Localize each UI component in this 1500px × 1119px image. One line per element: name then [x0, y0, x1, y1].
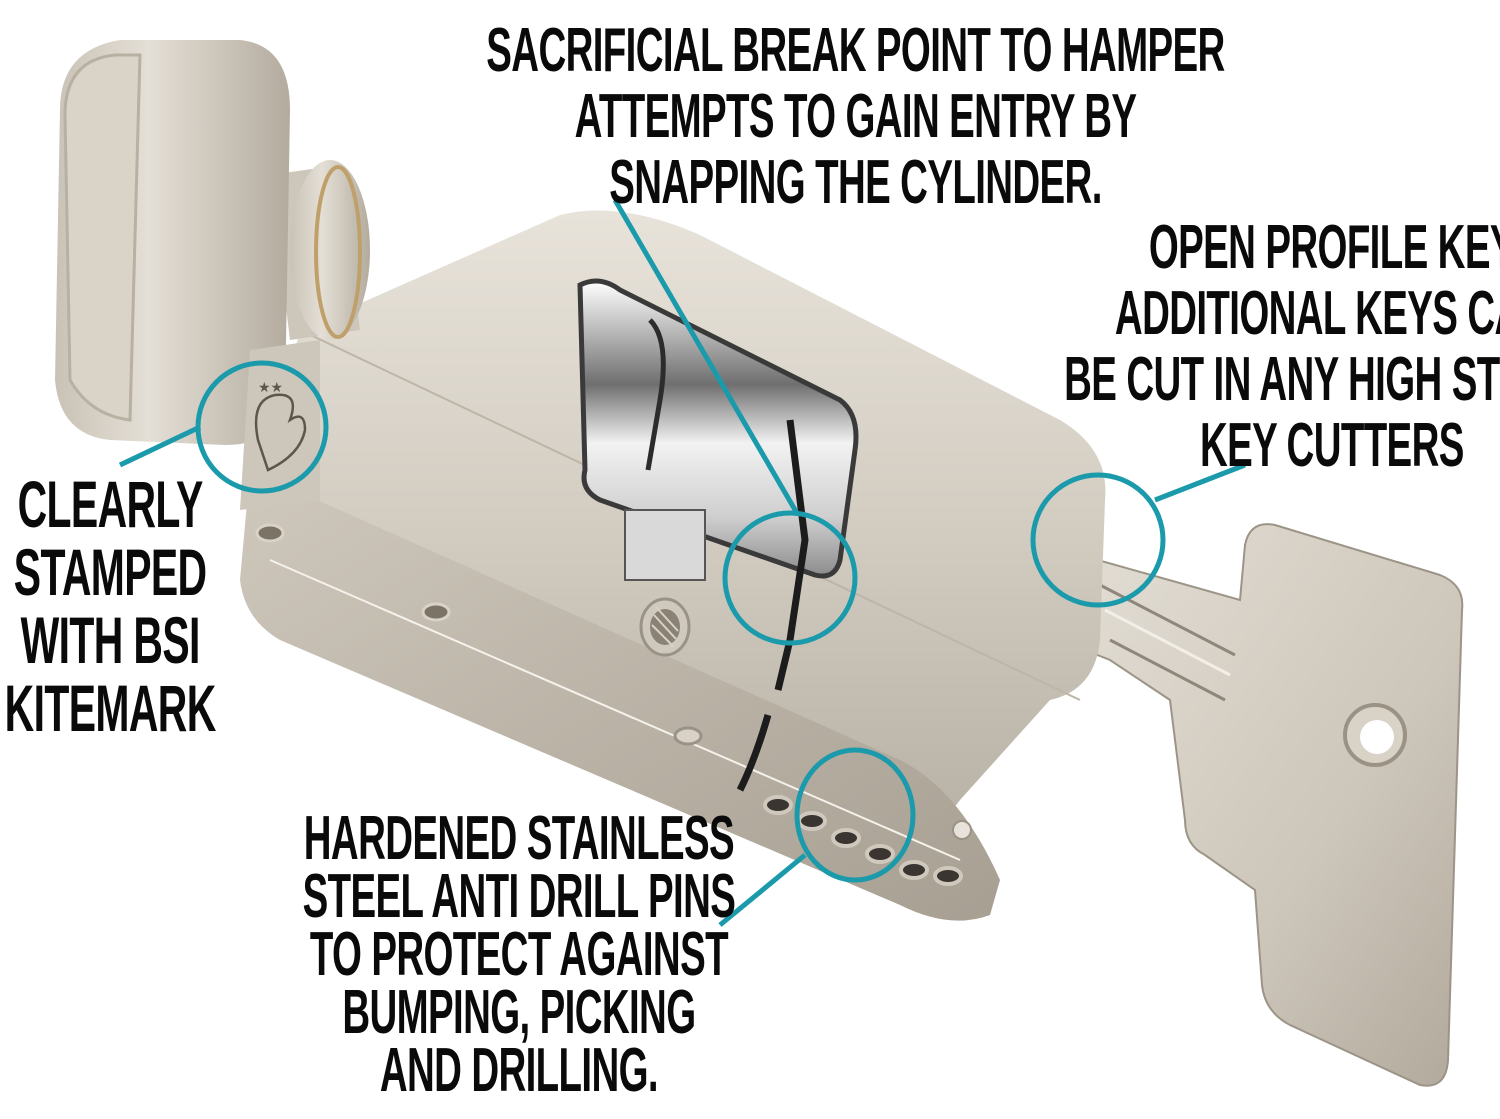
callout-circle-pins: [794, 747, 916, 883]
callout-line: OPEN PROFILE KEY: [1148, 213, 1500, 282]
callout-circle-key: [1030, 472, 1166, 608]
kitemark-stamp: ★★: [254, 380, 307, 472]
callout-line: KITEMARK: [4, 671, 217, 745]
thumb-turn: [55, 40, 370, 510]
side-pin: [255, 523, 285, 543]
fixing-screw-hole: [639, 597, 691, 657]
break-groove: [736, 714, 772, 792]
callout-line: BUMPING, PICKING: [342, 978, 696, 1047]
callout-open-profile-key: OPEN PROFILE KEY ADDITIONAL KEYS CAN BE …: [900, 215, 1500, 479]
callout-line: AND DRILLING.: [379, 1036, 659, 1105]
callout-line: KEY CUTTERS: [1200, 411, 1464, 480]
side-pin: [421, 602, 451, 622]
leader-line-key: [1154, 462, 1246, 503]
leader-line-break: [612, 198, 801, 517]
callout-line: TO PROTECT AGAINST: [309, 920, 729, 989]
callout-line: ATTEMPTS TO GAIN ENTRY BY: [574, 82, 1137, 151]
callout-break-point: SACRIFICIAL BREAK POINT TO HAMPER ATTEMP…: [260, 18, 1225, 216]
callout-line: HARDENED STAINLESS: [303, 804, 735, 873]
callout-line: STEEL ANTI DRILL PINS: [302, 862, 736, 931]
side-pin: [673, 726, 703, 746]
callout-line: ADDITIONAL KEYS CAN: [1114, 279, 1500, 348]
leader-line-kitemark: [118, 424, 202, 468]
anti-drill-pins: [763, 795, 972, 886]
callout-line: SNAPPING THE CYLINDER.: [609, 148, 1102, 217]
callout-circle-break: [722, 510, 858, 646]
callout-line: WITH BSI: [20, 603, 201, 677]
cam: [577, 278, 859, 581]
callout-markers: [118, 198, 1246, 927]
leader-line-pins: [718, 853, 807, 927]
callout-line: SACRIFICIAL BREAK POINT TO HAMPER: [486, 16, 1225, 85]
callout-line: CLEARLY: [17, 467, 204, 541]
callout-anti-drill-pins: HARDENED STAINLESS STEEL ANTI DRILL PINS…: [170, 804, 810, 1105]
svg-text:★★: ★★: [258, 380, 283, 396]
key: [1078, 523, 1464, 1087]
callout-kitemark: CLEARLY STAMPED WITH BSI KITEMARK: [0, 470, 270, 742]
callout-line: STAMPED: [13, 535, 207, 609]
callout-line: BE CUT IN ANY HIGH STREET: [1064, 345, 1500, 414]
break-line: [774, 419, 809, 691]
